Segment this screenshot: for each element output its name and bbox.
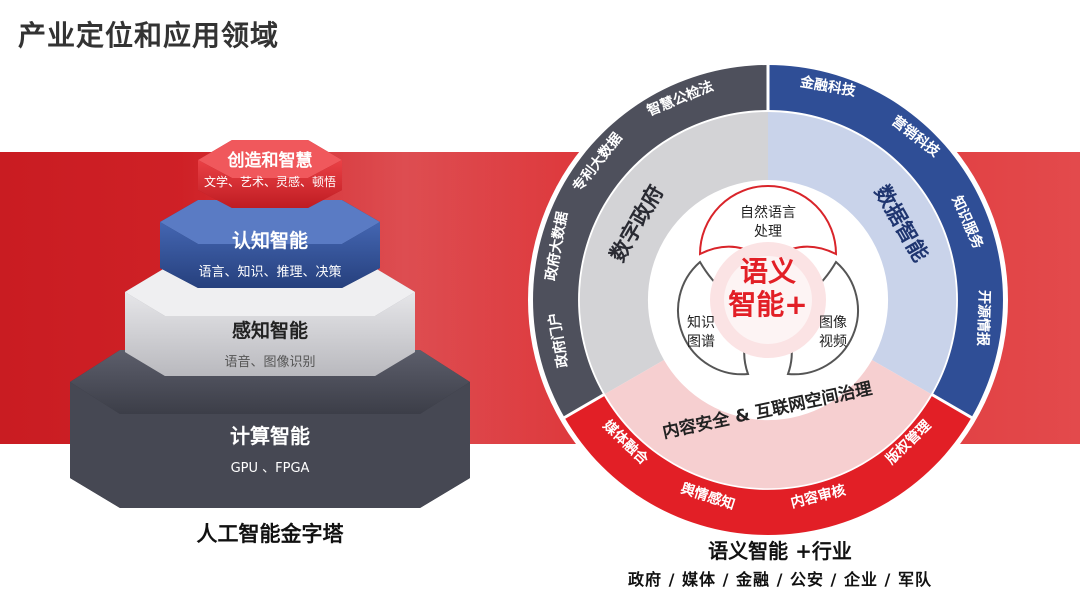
- tier-perception-label: 感知智能 语音、图像识别: [125, 316, 415, 370]
- petal-top-label: 自然语言 处理: [718, 204, 818, 242]
- petal-line: 处理: [754, 224, 782, 240]
- core-label: 语义 智能+: [708, 256, 828, 322]
- tier-computing-label: 计算智能 GPU 、FPGA: [70, 420, 470, 476]
- industry-list: 政府 / 媒体 / 金融 / 公安 / 企业 / 军队: [628, 570, 932, 589]
- core-line2: 智能+: [728, 288, 808, 321]
- outer-label-data: 金融科技: [798, 74, 857, 100]
- petal-line: 图像: [819, 315, 847, 331]
- ai-pyramid: 创造和智慧 文学、艺术、灵感、顿悟 认知智能 语言、知识、推理、决策 感知智能 …: [70, 140, 470, 546]
- tier-cognition-label: 认知智能 语言、知识、推理、决策: [160, 226, 380, 280]
- petal-line: 视频: [819, 334, 847, 350]
- outer-label-gov: 智慧公检法: [644, 78, 716, 120]
- core-line1: 语义: [739, 255, 796, 288]
- petal-line: 图谱: [687, 334, 715, 350]
- tier-creation: [198, 140, 342, 208]
- tier-title: 认知智能: [231, 230, 308, 252]
- pyramid-graphic: [70, 140, 470, 508]
- tier-subtitle: 语言、知识、推理、决策: [198, 265, 342, 280]
- tier-cognition: [160, 200, 380, 288]
- tier-title: 感知智能: [231, 320, 308, 342]
- tier-subtitle: 语音、图像识别: [224, 355, 316, 370]
- outer-label-content: 内容审核: [789, 482, 848, 512]
- pyramid-caption: 人工智能金字塔: [196, 522, 344, 546]
- outer-label-data: 开源情报: [974, 289, 992, 347]
- tier-subtitle: 文学、艺术、灵感、顿悟: [203, 175, 336, 189]
- petal-line: 知识: [687, 315, 715, 331]
- petal-right-label: 图像 视频: [808, 314, 858, 352]
- tier-title: 创造和智慧: [227, 151, 313, 171]
- tier-subtitle: GPU 、FPGA: [230, 461, 310, 476]
- outer-label-content: 舆情感知: [678, 480, 737, 514]
- petal-line: 自然语言: [740, 205, 796, 221]
- petal-left-label: 知识 图谱: [676, 314, 726, 352]
- tier-title: 计算智能: [230, 424, 310, 448]
- tier-creation-label: 创造和智慧 文学、艺术、灵感、顿悟: [190, 146, 350, 190]
- page-title: 产业定位和应用领域: [18, 19, 280, 52]
- industry-caption: 语义智能 +行业: [708, 539, 852, 563]
